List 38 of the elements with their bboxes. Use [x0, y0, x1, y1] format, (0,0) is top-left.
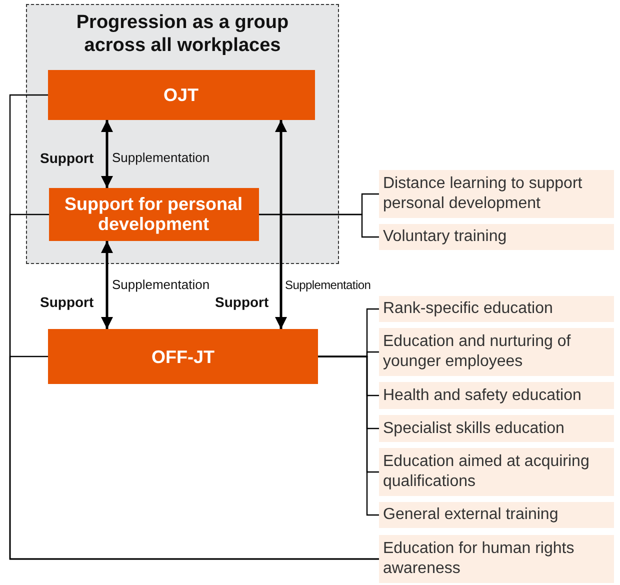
box-label: Health and safety education: [383, 386, 582, 406]
arrow-label: Supplementation: [112, 277, 210, 293]
program-box: [379, 448, 614, 496]
box-label: Education aimed at acquiring qualifications: [383, 452, 590, 492]
program-box: [379, 224, 614, 250]
arrow-label: Support: [40, 294, 94, 310]
arrow-label: Support: [215, 294, 269, 310]
box-label: Support for personal development: [63, 194, 244, 234]
connector-line: [259, 214, 379, 238]
box-label: Distance learning to support personal development: [383, 174, 584, 214]
training-box: [48, 70, 314, 120]
box-label: Education and nurturing of younger employees: [383, 332, 572, 372]
training-box: [48, 188, 258, 240]
group-heading: Progression as a group across all workplaces: [75, 11, 290, 57]
training-box: [48, 329, 318, 384]
arrow-label: Supplementation: [285, 277, 371, 293]
program-box: [379, 296, 614, 322]
program-box: [379, 328, 614, 376]
double-arrow: [275, 120, 287, 329]
box-label: OFF-JT: [152, 346, 214, 366]
program-box: [379, 382, 614, 409]
box-label: OJT: [163, 84, 198, 104]
program-box: [379, 535, 614, 583]
arrow-label: Supplementation: [112, 150, 210, 166]
box-label: Rank-specific education: [383, 299, 553, 319]
program-box: [379, 170, 614, 218]
connector-line: [318, 356, 379, 516]
arrow-label: Support: [40, 150, 94, 166]
program-box: [379, 415, 614, 442]
box-label: Voluntary training: [383, 227, 507, 247]
connector-line: [9, 356, 379, 560]
box-label: Specialist skills education: [383, 418, 564, 438]
double-arrow: [101, 120, 113, 188]
program-box: [379, 502, 614, 528]
group-panel: [26, 4, 339, 264]
double-arrow: [101, 241, 113, 329]
box-label: Education for human rights awareness: [383, 539, 576, 579]
box-label: General external training: [383, 505, 558, 525]
